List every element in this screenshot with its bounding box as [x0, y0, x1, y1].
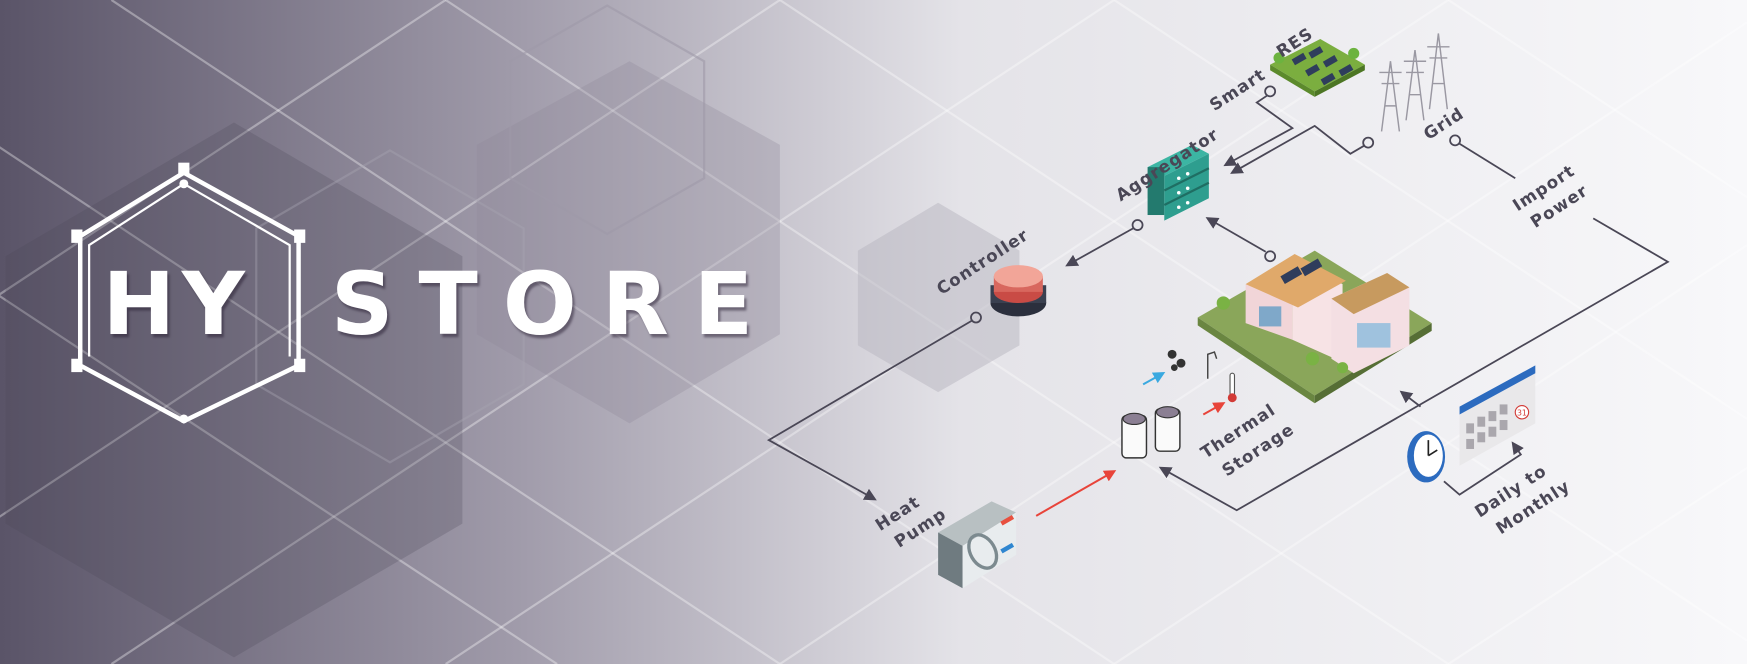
thermometer-icon [1227, 372, 1237, 403]
logo-text-store: STORE [331, 254, 760, 355]
solar-farm-icon [1270, 38, 1365, 97]
res-to-aggregator-arrow [1223, 95, 1295, 167]
controller-button-icon [990, 265, 1047, 317]
radiator-fan-icon [1167, 349, 1186, 371]
logo-text-hy: HY [103, 254, 252, 355]
house-to-aggregator-arrow [1205, 217, 1267, 253]
logo-hexagon-icon [71, 162, 306, 424]
power-grid-towers-icon [1379, 33, 1450, 132]
connections [766, 85, 1670, 517]
heatpump-to-storage-arrow [1035, 470, 1117, 517]
space-heating-arrow [1142, 372, 1166, 386]
calendar-day: 31 [1517, 409, 1527, 418]
schedule-arrow [1443, 441, 1524, 496]
aggregator-to-controller-arrow [1065, 227, 1134, 267]
smart-aggregator-server-icon [1147, 144, 1210, 221]
import-power-to-house-arrow [1399, 390, 1422, 408]
grid-to-aggregator-arrow [1230, 124, 1365, 174]
thermal-storage-tanks-icon [1121, 406, 1181, 459]
heat-pump-unit-icon [938, 501, 1017, 589]
hot-water-arrow [1202, 402, 1226, 416]
controller-to-heatpump-arrow [766, 320, 972, 501]
shower-icon [1207, 351, 1218, 379]
smart-house-icon [1197, 250, 1432, 404]
background-hexagons [5, 4, 1020, 658]
import-power-to-storage-arrow [1158, 217, 1670, 512]
clock-icon [1407, 431, 1446, 483]
calendar-icon: 31 [1459, 365, 1536, 466]
